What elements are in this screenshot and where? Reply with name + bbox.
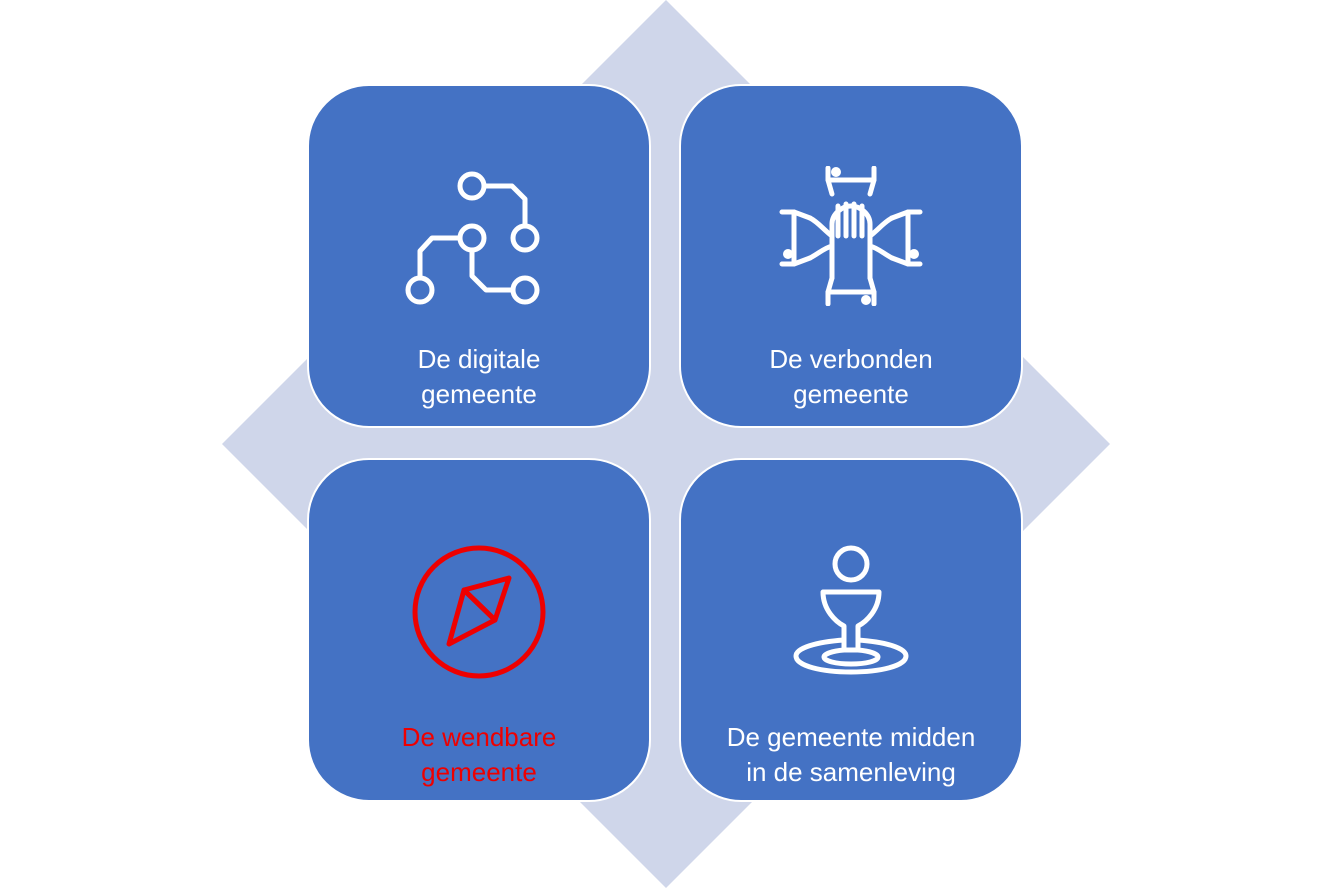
tile-label-line: De verbonden [769, 344, 933, 374]
compass-icon [412, 545, 546, 679]
tile-label-digitale: De digitale gemeente [319, 342, 639, 412]
tile-gemeente-samenleving: De gemeente midden in de samenleving [679, 458, 1023, 802]
tile-verbonden-gemeente: De verbonden gemeente [679, 84, 1023, 428]
tile-label-line: gemeente [793, 379, 909, 409]
tile-label-wendbare: De wendbare gemeente [319, 720, 639, 790]
tile-digitale-gemeente: De digitale gemeente [307, 84, 651, 428]
tile-label-line: gemeente [421, 757, 537, 787]
tile-label-samenleving: De gemeente midden in de samenleving [691, 720, 1011, 790]
tile-label-line: De gemeente midden [726, 722, 976, 752]
network-nodes-icon [405, 171, 540, 305]
joined-hands-icon [779, 166, 923, 306]
tile-wendbare-gemeente: De wendbare gemeente [307, 458, 651, 802]
tile-label-verbonden: De verbonden gemeente [691, 342, 1011, 412]
tile-label-line: De wendbare [401, 722, 557, 752]
person-in-center-icon [793, 545, 909, 675]
tile-label-line: in de samenleving [746, 757, 956, 787]
tile-label-line: De digitale [417, 344, 541, 374]
tile-label-line: gemeente [421, 379, 537, 409]
